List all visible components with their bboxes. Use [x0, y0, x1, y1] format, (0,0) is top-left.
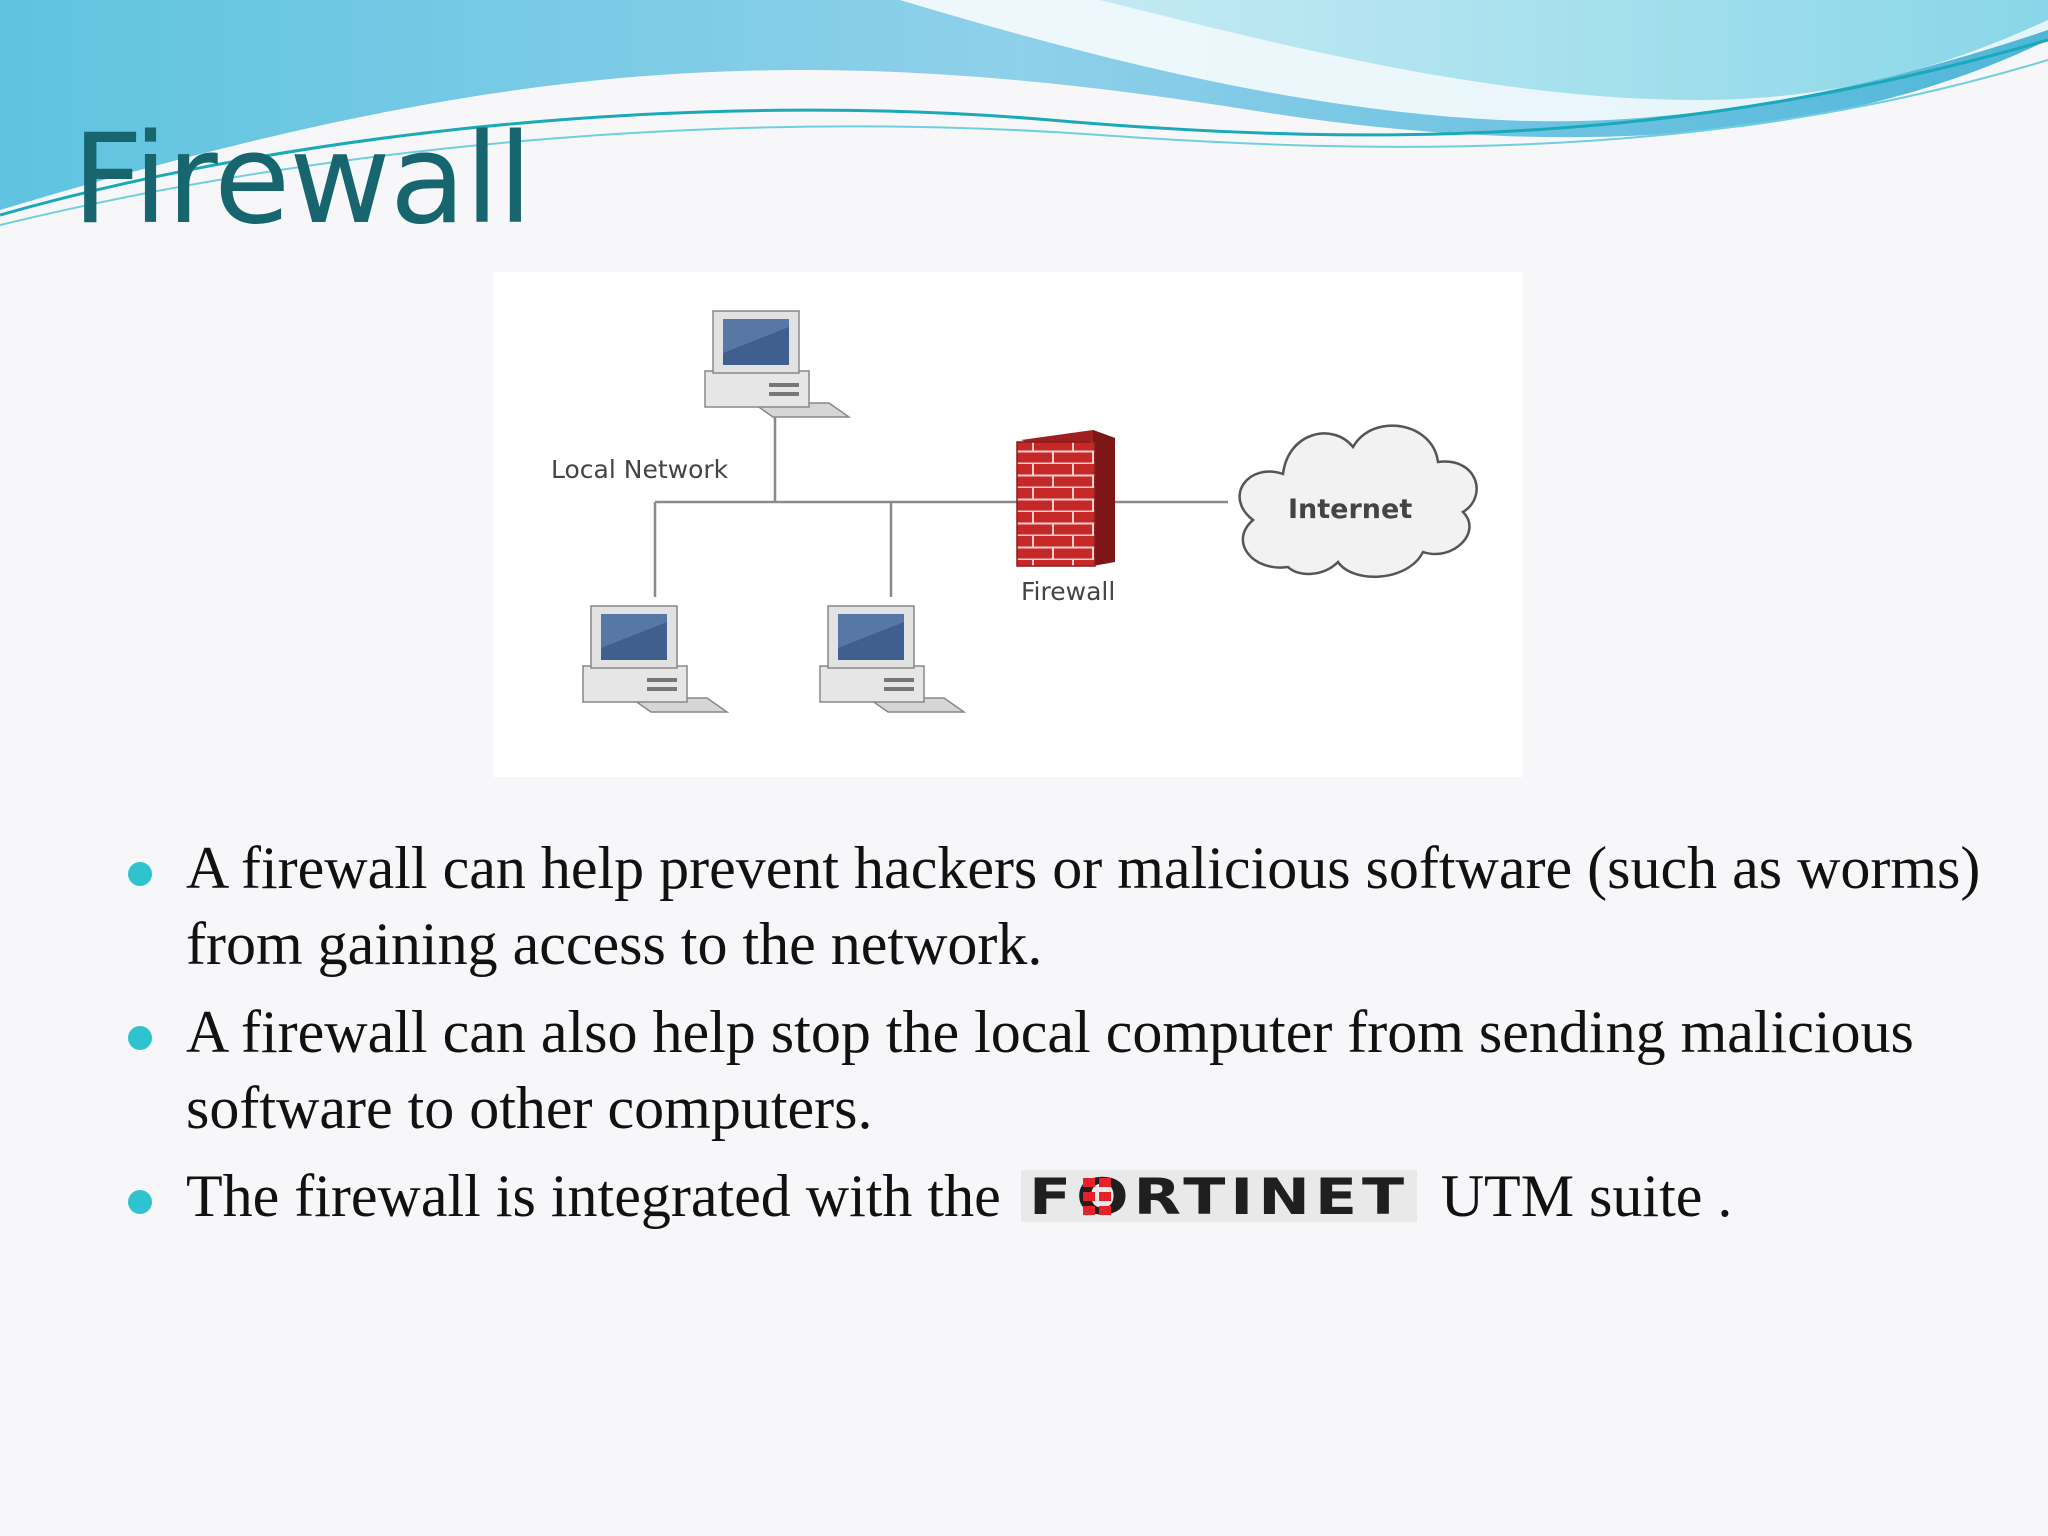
- internet-cloud-icon: [1238, 424, 1478, 578]
- bullet-text: A firewall can also help stop the local …: [186, 999, 1914, 1141]
- bullet-text-after-logo: UTM suite .: [1440, 1163, 1733, 1229]
- bullet-dot-icon: [128, 862, 152, 886]
- bullet-text: A firewall can help prevent hackers or m…: [186, 835, 1981, 977]
- slide-title: Firewall: [72, 108, 533, 252]
- local-network-label: Local Network: [551, 455, 729, 484]
- bullet-list: A firewall can help prevent hackers or m…: [128, 830, 1988, 1246]
- bullet-dot-icon: [128, 1190, 152, 1214]
- fortinet-logo: FORTINET: [1020, 1170, 1417, 1223]
- internet-label: Internet: [1288, 494, 1412, 525]
- bullet-item: A firewall can also help stop the local …: [128, 994, 1988, 1146]
- header-wave-decoration: [0, 0, 2048, 226]
- firewall-label: Firewall: [1021, 577, 1115, 606]
- firewall-brick-icon: [1016, 430, 1115, 567]
- bullet-dot-icon: [128, 1026, 152, 1050]
- bullet-text-before-logo: The firewall is integrated with the: [186, 1163, 1001, 1229]
- bullet-item: The firewall is integrated with the FORT…: [128, 1158, 1988, 1234]
- bottom-left-computer-icon: [582, 605, 728, 713]
- bottom-right-computer-icon: [819, 605, 965, 713]
- top-computer-icon: [704, 310, 850, 418]
- bullet-item: A firewall can help prevent hackers or m…: [128, 830, 1988, 982]
- network-diagram: Local Network Firewall Internet: [493, 272, 1523, 777]
